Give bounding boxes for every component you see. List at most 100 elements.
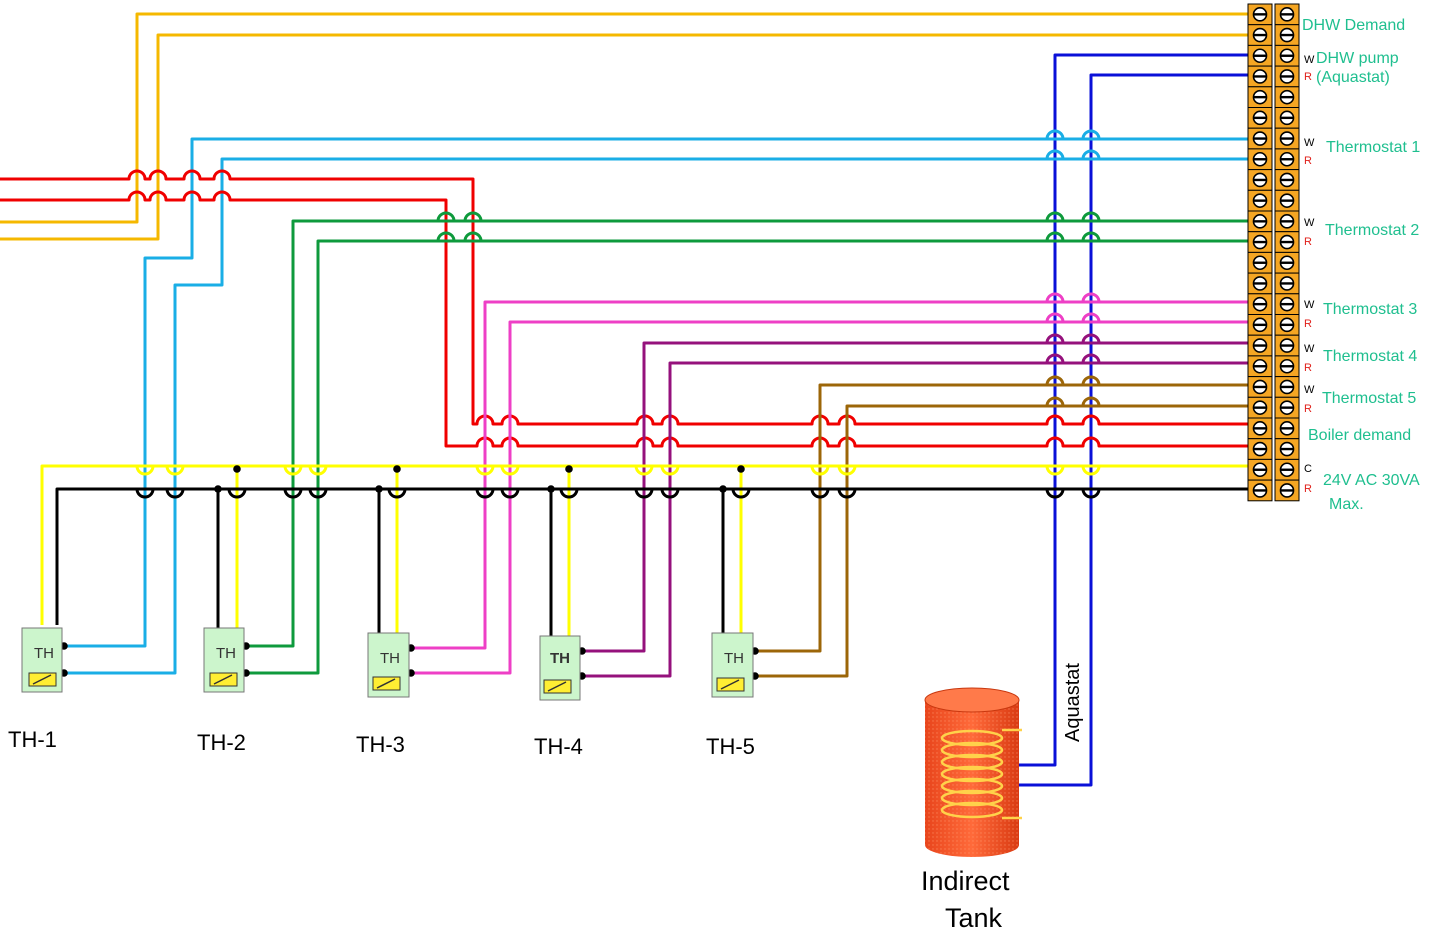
wire-dhw-demand-2 [0,33,1248,241]
marker-r-th3: R [1304,318,1312,330]
wire-common-c [40,464,1248,625]
junction-dot [737,465,745,473]
terminal-screw-icon [1247,251,1273,274]
label-thermostat-4: Thermostat 4 [1323,348,1417,365]
terminal-screw-icon [1274,65,1300,88]
label-dhw-demand: DHW Demand [1302,17,1405,34]
terminal-screw-icon [1274,458,1300,481]
terminal-screw-icon [1274,24,1300,46]
terminal-screw-icon [1274,376,1300,398]
wire-thermostat-2-r [246,231,1248,675]
terminal-screw-icon [1274,355,1300,378]
thermostat-box-label: TH [380,650,400,667]
label-boiler-demand: Boiler demand [1308,427,1411,444]
wire-thermostat-1-w [64,129,1248,648]
thermostat-th-5: TH TH-5 [706,632,755,759]
terminal-screw-icon [1274,396,1300,419]
thermostat-switch-line [720,679,740,690]
tank-coil-icon [940,728,1022,820]
terminal-screw-icon [1247,148,1273,171]
thermostat-name: TH-3 [356,732,405,757]
terminal-screw-icon [1274,334,1300,357]
wire-thermostat-4-w [582,333,1248,653]
thermostat-th-4: TH TH-4 [534,635,583,759]
wire-boiler-demand-1 [0,169,1248,426]
terminal-screw-icon [1274,479,1300,502]
terminal-screw-icon [1274,44,1300,67]
wire-thermostat-3-w [411,292,1248,650]
marker-w-th2: W [1304,217,1315,229]
label-power-max: Max. [1329,496,1364,513]
terminal-screw-icon [1274,107,1300,129]
junction-dot [233,465,241,473]
terminal-screw-icon [1247,44,1273,67]
thermostat-box-label: TH [216,645,236,662]
junction-dot [393,465,401,473]
label-thermostat-3: Thermostat 3 [1323,301,1417,318]
indirect-tank: Indirect Tank Aquastat [921,663,1084,931]
wire-thermostat-4-r [582,353,1248,678]
junction-dot [375,485,383,493]
terminal-screw-icon [1274,251,1300,274]
marker-r-th4: R [1304,362,1312,374]
terminal-screw-icon [1247,169,1273,191]
terminal-screw-icon [1247,376,1273,398]
marker-w-dhw: W [1304,54,1315,66]
aquastat-label: Aquastat [1062,663,1084,742]
thermostat-th-1: TH TH-1 [8,627,63,752]
terminal-screw-icon [1247,127,1273,150]
junction-dot [547,485,555,493]
wire-dhw-demand-1 [0,12,1248,224]
terminal-screw-icon [1274,169,1300,191]
terminal-screw-icon [1247,293,1273,315]
wire-thermostat-2-w [246,211,1248,648]
thermostat-units: TH TH-1 TH TH-2 TH TH-3 TH TH-4 [8,627,755,759]
terminal-strip [1247,3,1300,502]
terminal-screw-icon [1247,458,1273,481]
marker-w-th4: W [1304,343,1315,355]
thermostat-name: TH-5 [706,734,755,759]
tank-top [924,687,1020,713]
thermostat-switch-line [32,674,52,685]
junction-dot [214,485,222,493]
thermostat-name: TH-4 [534,734,583,759]
marker-w-th5: W [1304,384,1315,396]
wire-markers: W R W R W R W R W R W R C R [1304,54,1315,495]
terminal-screw-icon [1247,355,1273,378]
terminal-screw-icon [1274,272,1300,295]
wire-aquastat-w [1019,53,1248,767]
terminal-screw-icon [1247,210,1273,233]
tank-label-line1: Indirect [921,866,1010,896]
terminal-screw-icon [1247,314,1273,336]
terminal-screw-icon [1247,86,1273,109]
terminal-screw-icon [1247,479,1273,502]
terminal-screw-icon [1274,127,1300,150]
thermostat-box-label: TH [34,645,54,662]
terminal-screw-icon [1247,189,1273,212]
thermostat-th-3: TH TH-3 [356,632,410,757]
terminal-screw-icon [1247,107,1273,129]
terminal-screw-icon [1247,231,1273,253]
marker-w-th3: W [1304,299,1315,311]
label-dhw-pump: DHW pump [1316,50,1399,67]
label-aquastat-paren: (Aquastat) [1316,69,1390,86]
terminal-screw-icon [1274,148,1300,171]
terminal-screw-icon [1247,438,1273,460]
thermostat-switch-line [213,674,233,685]
terminal-screw-icon [1274,438,1300,460]
terminal-screw-icon [1247,24,1273,46]
wire-thermostat-5-r [755,396,1248,678]
wire-thermostat-5-w [755,375,1248,653]
wire-thermostat-1-r [64,149,1248,675]
thermostat-switch-line [547,681,567,692]
terminal-screw-icon [1274,314,1300,336]
terminal-screw-icon [1274,231,1300,253]
terminal-screw-icon [1247,396,1273,419]
marker-r-th2: R [1304,236,1312,248]
junction-dot [719,485,727,493]
terminal-screw-icon [1274,189,1300,212]
terminal-screw-icon [1274,417,1300,440]
terminal-screw-icon [1247,65,1273,88]
marker-c-power: C [1304,463,1312,475]
